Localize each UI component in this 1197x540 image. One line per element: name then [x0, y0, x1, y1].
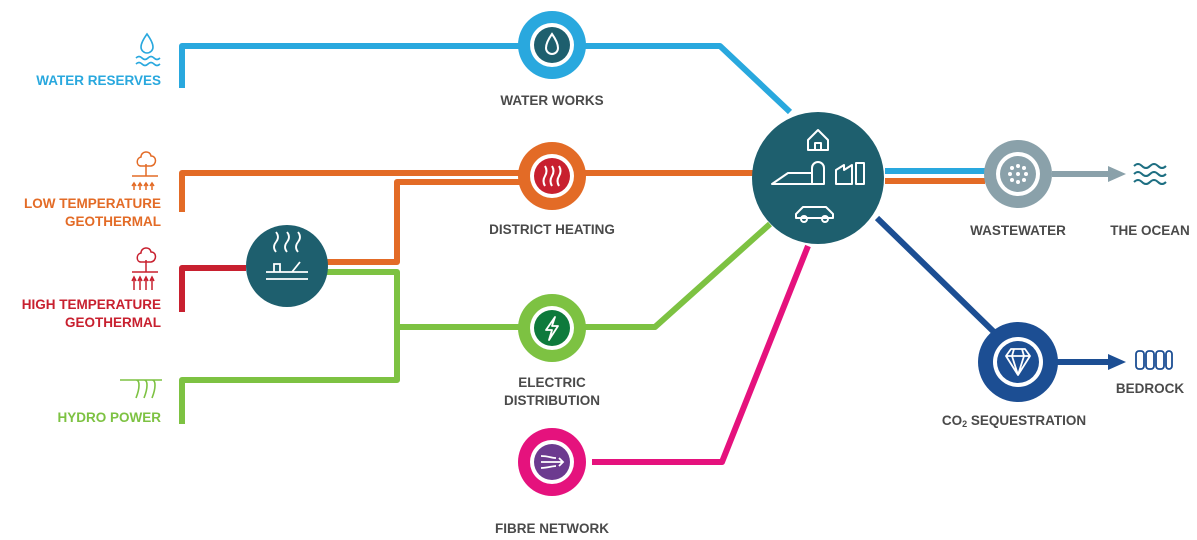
ocean-arrowhead [1108, 166, 1126, 182]
water-reserves-label: WATER RESERVES [36, 73, 161, 88]
low-temp-line1: LOW TEMPERATURE [24, 196, 161, 211]
waterfall-icon [120, 379, 162, 399]
district-heating-label: DISTRICT HEATING [489, 222, 615, 237]
low-temp-line [179, 170, 755, 212]
hydro-line [179, 327, 400, 424]
diamond-icon [1005, 348, 1031, 376]
geothermal-plant-node [246, 225, 328, 307]
bedrock-label: BEDROCK [1115, 381, 1185, 396]
tree-heat-arrows-icon [131, 151, 158, 190]
city-house-factory-car-icon [771, 129, 865, 223]
waves-icon [1133, 163, 1167, 185]
fibre-network-label: FIBRE NETWORK [495, 521, 609, 536]
co2-suffix: SEQUESTRATION [967, 413, 1087, 428]
fibre-arrows-icon [540, 455, 565, 469]
city-hub-node [752, 112, 884, 244]
filter-dots-icon [1008, 164, 1028, 184]
electric-distribution-label: ELECTRIC DISTRIBUTION [504, 374, 600, 410]
water-drop-icon [544, 32, 560, 55]
co2-subscript: 2 [962, 419, 968, 429]
rock-cylinders-icon [1135, 350, 1173, 370]
water-drop-waves-icon [135, 32, 161, 67]
electric-line1: ELECTRIC [518, 375, 586, 390]
high-temp-line2: GEOTHERMAL [65, 315, 161, 330]
co2-sequestration-label: CO2 SEQUESTRATION [942, 412, 1086, 433]
co2-prefix: CO [941, 413, 963, 428]
lightning-icon [545, 316, 559, 341]
low-temp-geothermal-label: LOW TEMPERATURE GEOTHERMAL [24, 195, 161, 231]
tree-heat-arrows-icon [131, 247, 158, 290]
electric-line2: DISTRIBUTION [504, 393, 600, 408]
the-ocean-label: THE OCEAN [1110, 223, 1190, 238]
heat-waves-icon [542, 165, 562, 187]
bedrock-arrowhead [1108, 354, 1126, 370]
low-temp-line2: GEOTHERMAL [65, 214, 161, 229]
water-line [179, 43, 793, 115]
hub-to-co2-line [874, 215, 998, 336]
high-temp-geothermal-label: HIGH TEMPERATURE GEOTHERMAL [22, 296, 161, 332]
water-works-label: WATER WORKS [500, 93, 604, 108]
wastewater-label: WASTEWATER [970, 223, 1066, 238]
fibre-line [592, 244, 811, 465]
hydro-power-label: HYDRO POWER [57, 410, 161, 425]
geothermal-plant-icon [266, 231, 308, 280]
high-temp-line1: HIGH TEMPERATURE [21, 297, 161, 312]
plant-to-heating-line [326, 179, 520, 265]
high-temp-line [179, 265, 246, 312]
